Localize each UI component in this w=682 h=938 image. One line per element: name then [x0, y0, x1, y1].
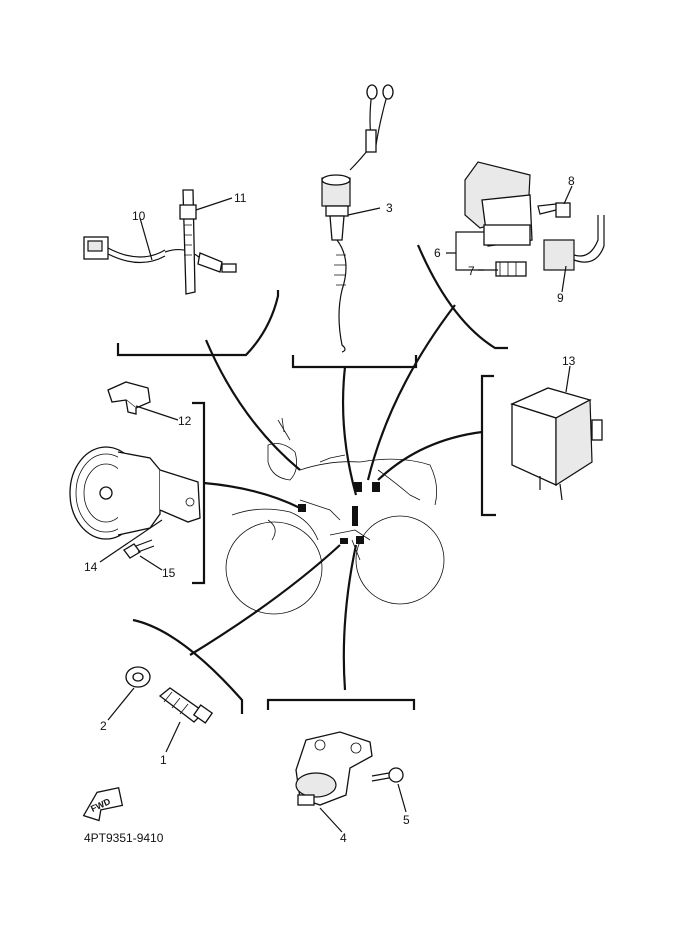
- part-bolt-8: [537, 202, 571, 218]
- leader-right: [377, 430, 483, 481]
- part-washer-2: [125, 666, 151, 688]
- callout-12: 12: [178, 414, 192, 428]
- bracket-top-center: [291, 355, 418, 369]
- callout-5: 5: [403, 813, 410, 827]
- part-screw-5: [371, 767, 404, 783]
- bracket-bottom-left: [132, 618, 244, 714]
- callout-3: 3: [386, 201, 393, 215]
- part-wire-lead: [83, 236, 237, 273]
- part-switch-1: [158, 687, 214, 724]
- callout-1: 1: [160, 753, 167, 767]
- callout-2: 2: [100, 719, 107, 733]
- leader-top-center: [341, 366, 358, 496]
- part-coupler-9: [543, 215, 605, 271]
- callout-10: 10: [132, 209, 146, 223]
- bracket-top-right: [416, 244, 508, 350]
- part-clip-12: [107, 381, 151, 415]
- location-markers: [298, 482, 380, 544]
- callout-8: 8: [568, 174, 575, 188]
- leader-bottom-center: [342, 544, 358, 691]
- leader-top-right: [366, 304, 456, 481]
- callout-9: 9: [557, 291, 564, 305]
- leader-left: [203, 481, 301, 509]
- part-horn: [69, 446, 201, 540]
- part-bolt-15: [123, 539, 155, 559]
- part-cable-band: [179, 189, 197, 295]
- callout-13: 13: [562, 354, 576, 368]
- bracket-bottom-center: [266, 698, 416, 710]
- callout-leaders: [99, 185, 573, 833]
- callout-11: 11: [234, 191, 247, 205]
- bracket-right: [480, 374, 496, 517]
- part-switch-4: [295, 731, 373, 806]
- callout-4: 4: [340, 831, 347, 845]
- callout-7: 7: [468, 264, 475, 278]
- part-unit-13: [510, 387, 603, 501]
- leader-top-left: [204, 339, 301, 471]
- callout-6: 6: [434, 246, 441, 260]
- leader-bottom-left: [189, 544, 341, 656]
- callout-15: 15: [162, 566, 176, 580]
- part-relay-assembly: [464, 161, 533, 277]
- part-switch-cable: [321, 84, 394, 353]
- motorcycle-outline: [225, 417, 445, 615]
- diagram-code: 4PT9351-9410: [84, 831, 164, 845]
- callout-14: 14: [84, 560, 98, 574]
- bracket-left: [192, 401, 206, 585]
- bracket-top-left: [116, 290, 280, 357]
- fwd-arrow: FWD: [82, 786, 124, 822]
